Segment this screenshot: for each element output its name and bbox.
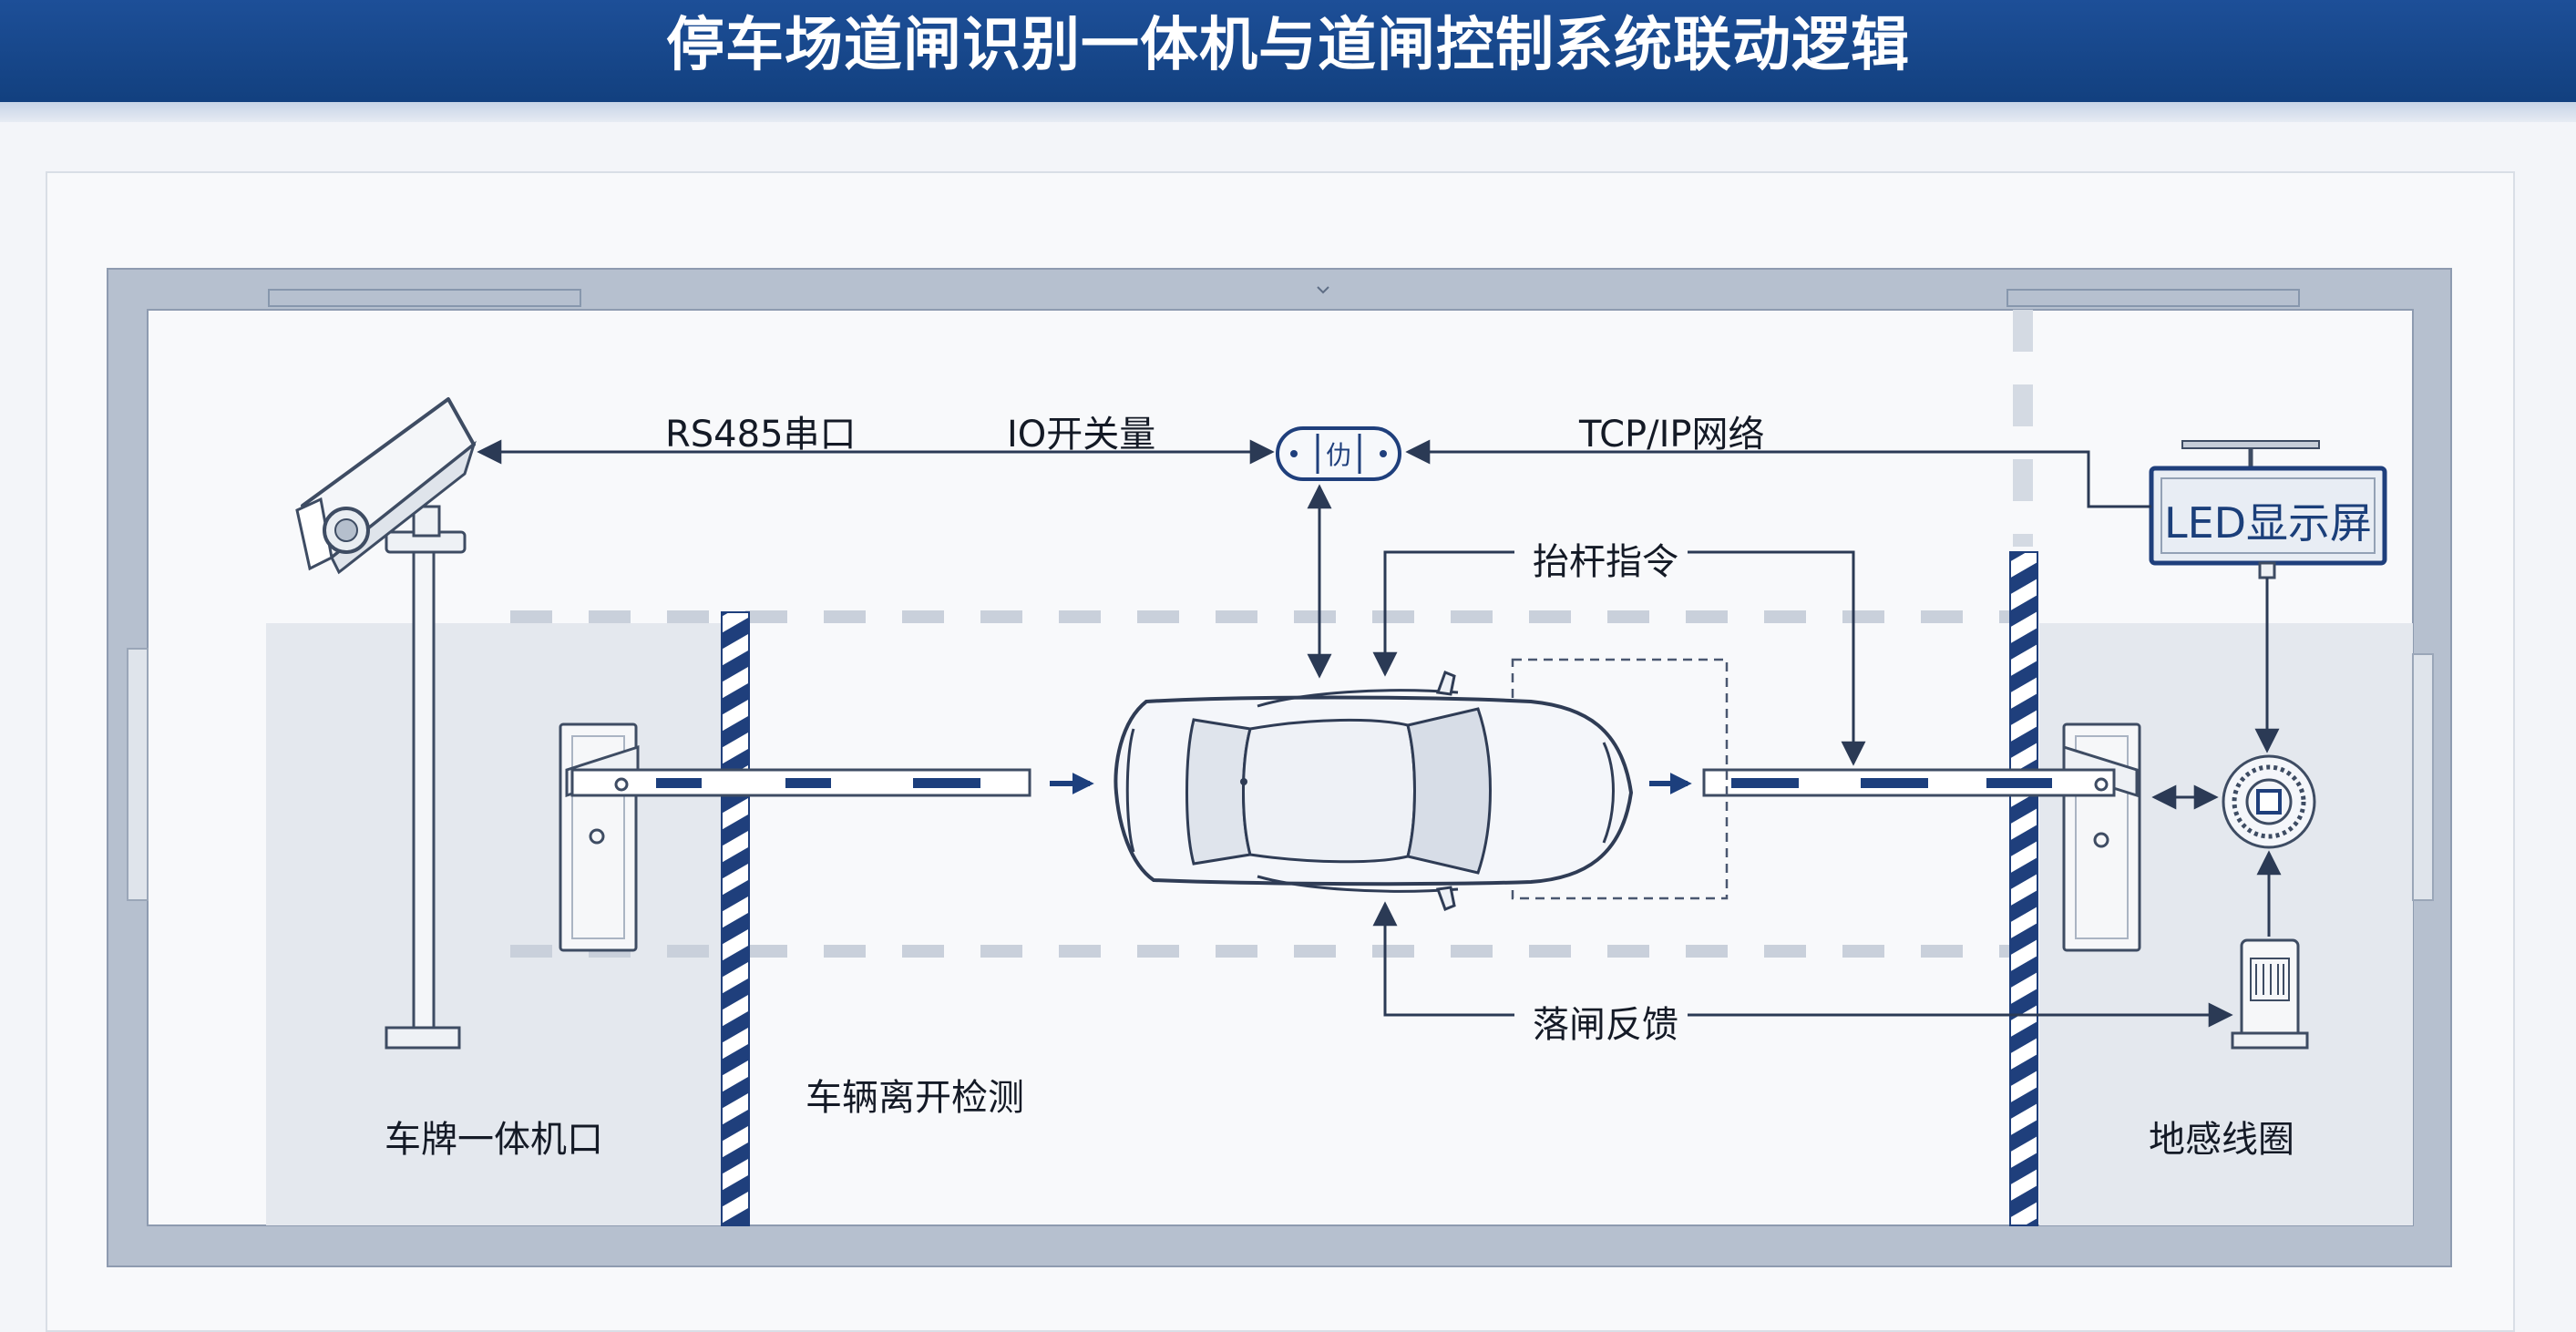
ground-loop-label: 地感线圈 — [2149, 1119, 2294, 1161]
controller-glyph: 仂 — [1325, 440, 1351, 470]
left-barrier-gate-icon — [559, 722, 1031, 952]
car-icon — [1114, 671, 1634, 911]
detection-zone — [1511, 658, 1729, 900]
controller-icon — [1276, 426, 1401, 481]
striped-poles — [721, 551, 2038, 1226]
title-banner-shadow — [0, 102, 2576, 122]
lane-dashed-lines — [510, 310, 2033, 958]
io-label: IO开关量 — [1007, 414, 1156, 456]
signal-connections — [477, 439, 2282, 1028]
close-feedback-left — [1372, 901, 1514, 1017]
exit-detection-label: 车辆离开检测 — [806, 1077, 1024, 1119]
lift-command-left — [1372, 550, 1514, 677]
right-barrier-gate-icon — [1702, 722, 2141, 952]
close-feedback-label: 落闸反馈 — [1533, 1004, 1678, 1046]
ground-loop-icon — [2222, 754, 2316, 849]
rs485-label: RS485串口 — [665, 414, 857, 456]
tcpip-link — [1405, 439, 2151, 508]
title-banner — [0, 0, 2576, 102]
tcpip-label: TCP/IP网络 — [1579, 414, 1765, 456]
lift-command-right — [1688, 550, 1866, 766]
ticket-machine-icon — [2231, 938, 2309, 1050]
page-title: 停车场道闸识别一体机与道闸控制系统联动逻辑 — [666, 12, 1910, 79]
camera-icon — [295, 397, 477, 1050]
lift-command-label: 抬杆指令 — [1533, 541, 1678, 583]
led-display-label: LED显示屏 — [2163, 498, 2373, 548]
lpr-camera-label: 车牌一体机口 — [385, 1119, 603, 1161]
